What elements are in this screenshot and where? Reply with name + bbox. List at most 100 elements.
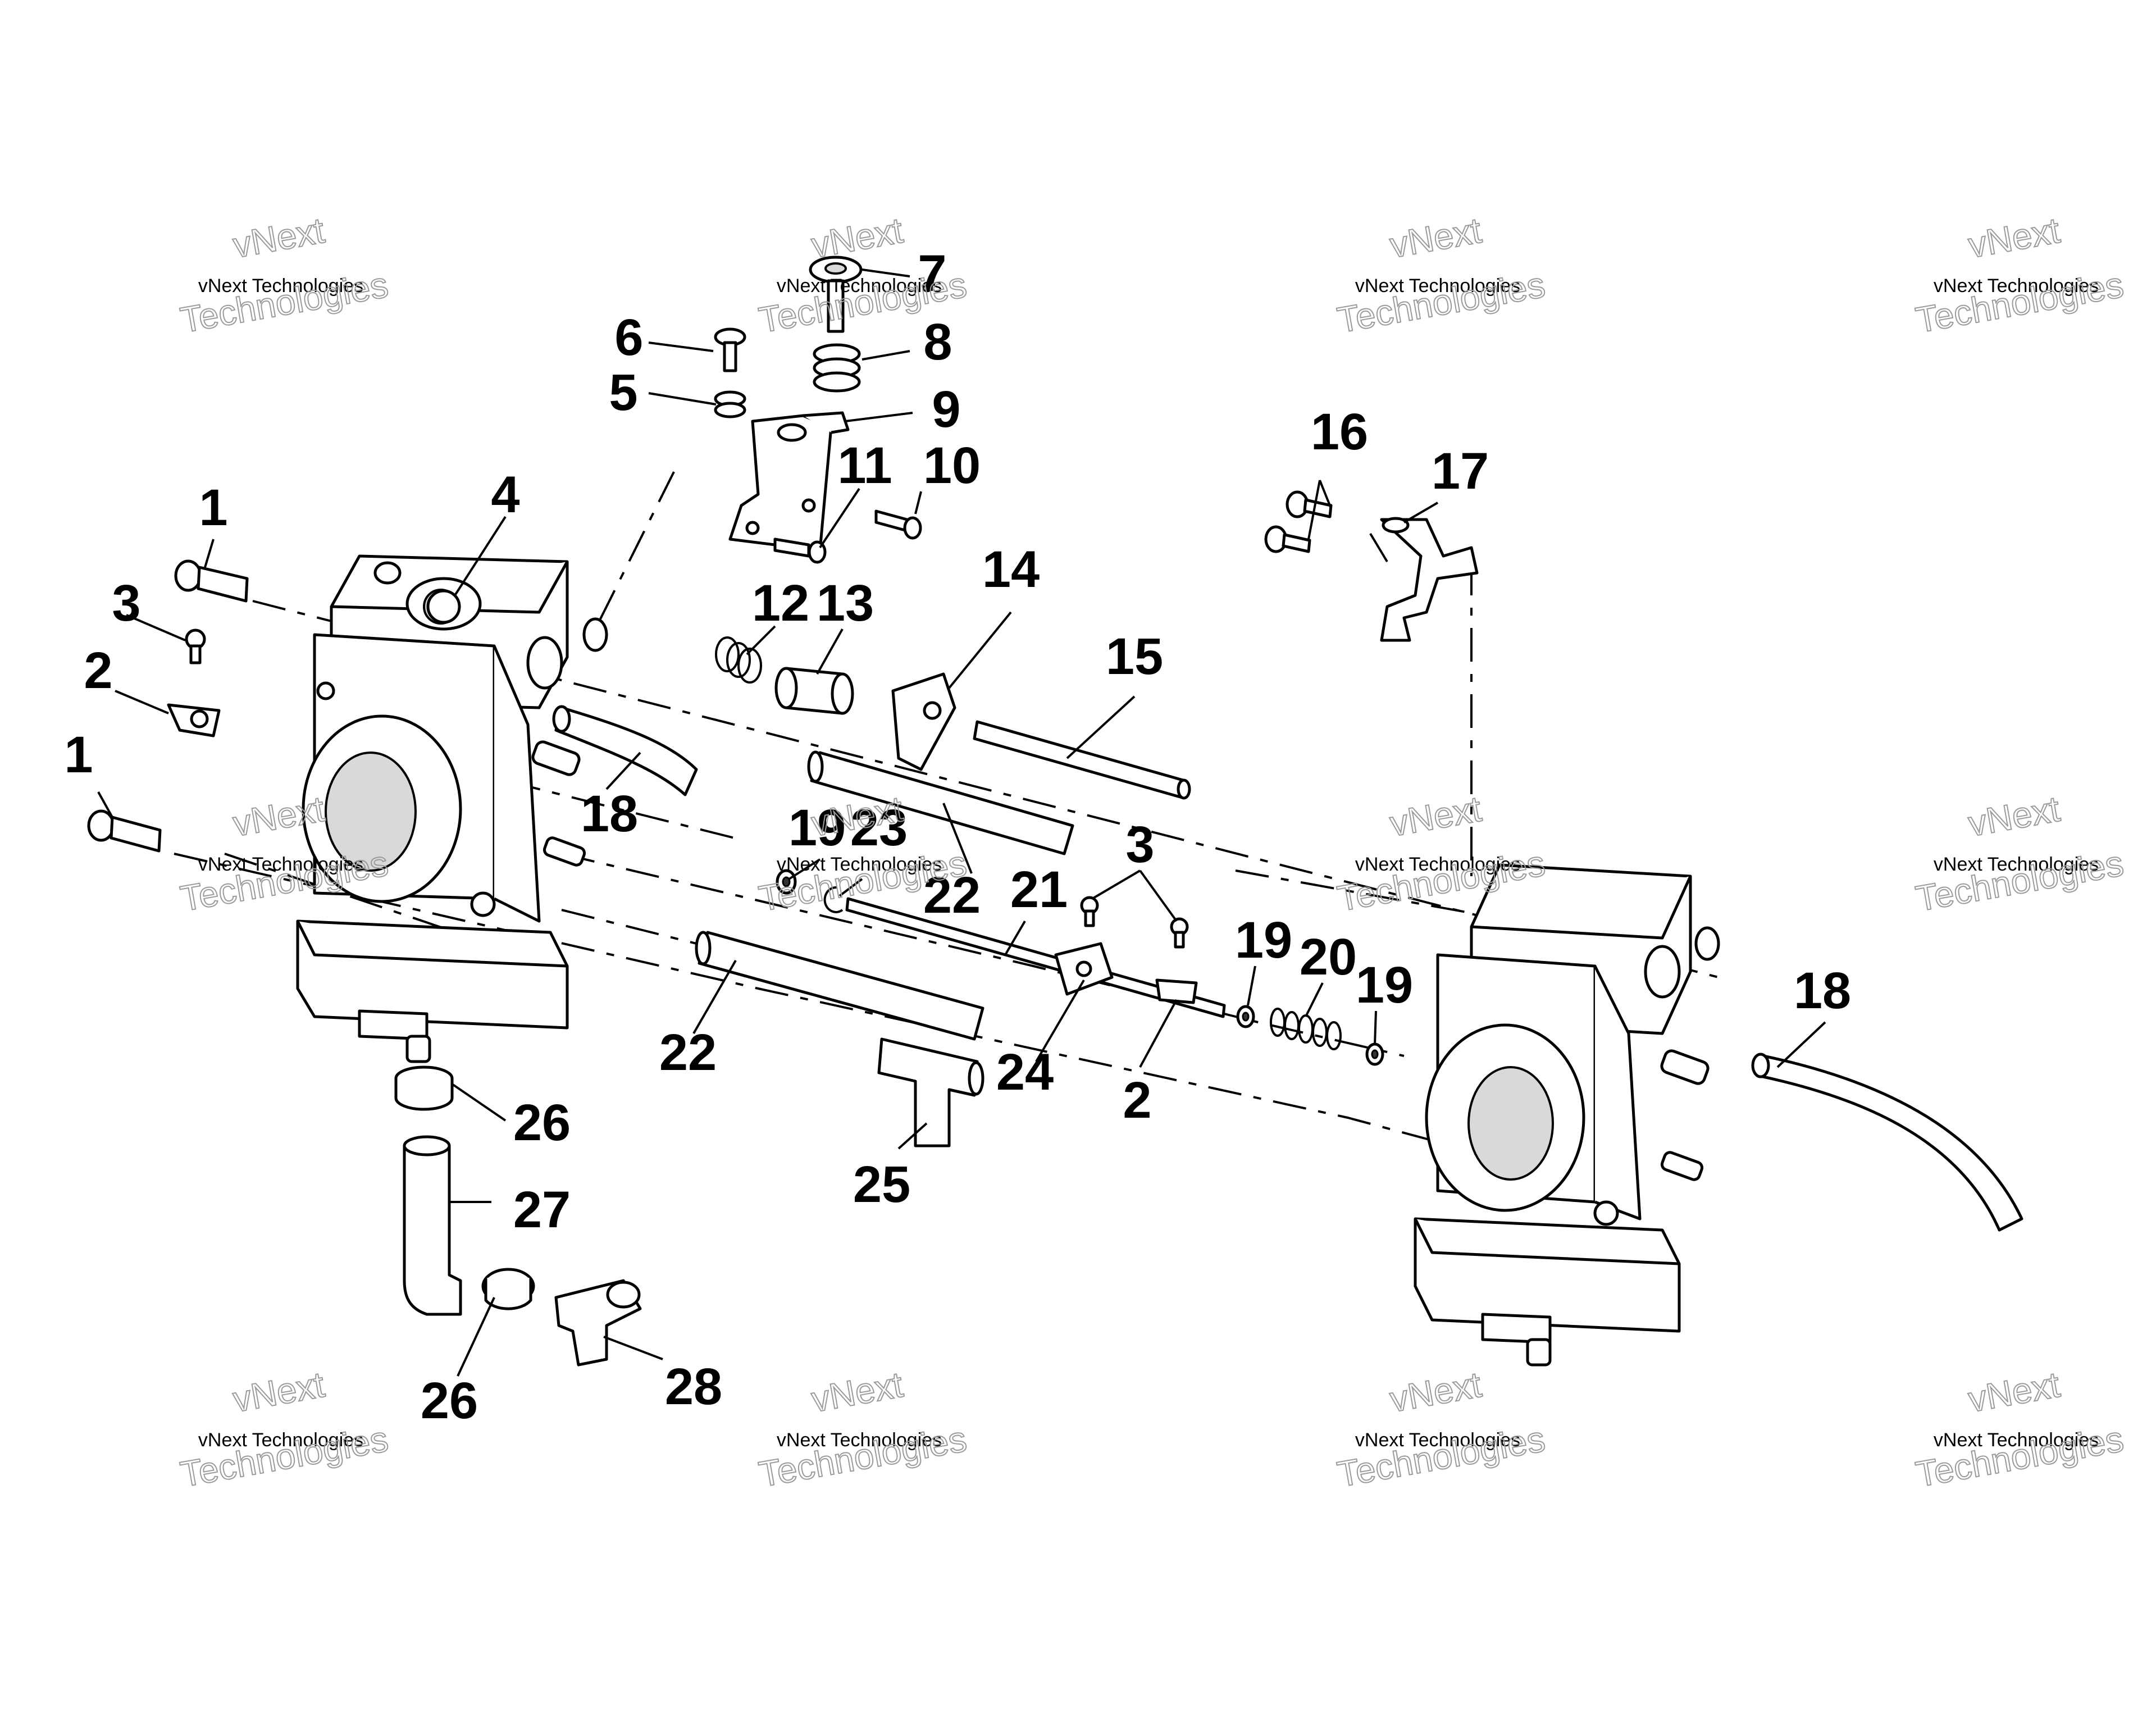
washer-19-mid bbox=[1236, 1005, 1255, 1028]
callout-23: 23 bbox=[850, 799, 908, 857]
watermark-r3c3: vNext vNext Technologies Technologies bbox=[1334, 1364, 1548, 1496]
callout-26-upper: 26 bbox=[513, 1094, 571, 1151]
svg-text:vNext Technologies: vNext Technologies bbox=[1355, 275, 1520, 297]
svg-text:vNext: vNext bbox=[1387, 1364, 1484, 1420]
lever-14 bbox=[891, 672, 956, 771]
callout-28: 28 bbox=[665, 1358, 722, 1415]
right-carburetor-body bbox=[1414, 863, 1720, 1367]
screw-3-left bbox=[185, 629, 206, 664]
svg-text:vNext: vNext bbox=[230, 210, 327, 266]
callout-4: 4 bbox=[491, 466, 519, 523]
callout-7: 7 bbox=[918, 245, 946, 302]
callout-3-left: 3 bbox=[112, 575, 140, 632]
callout-19-mid: 19 bbox=[1235, 912, 1292, 969]
spring-8 bbox=[813, 343, 861, 393]
spring-5 bbox=[714, 390, 746, 418]
callout-18-left: 18 bbox=[581, 785, 638, 842]
tube-22-upper bbox=[807, 750, 1074, 855]
callout-15: 15 bbox=[1106, 628, 1163, 685]
callout-9: 9 bbox=[932, 381, 960, 438]
callout-2-mid: 2 bbox=[1123, 1072, 1151, 1129]
callout-22-lower: 22 bbox=[659, 1024, 717, 1081]
callout-26-lower: 26 bbox=[421, 1372, 478, 1429]
svg-text:vNext Technologies: vNext Technologies bbox=[1934, 275, 2099, 297]
callout-27: 27 bbox=[513, 1181, 571, 1238]
callout-18-right: 18 bbox=[1794, 962, 1851, 1019]
callout-22-upper: 22 bbox=[923, 867, 981, 924]
bracket-9 bbox=[728, 411, 850, 552]
callout-5: 5 bbox=[609, 364, 637, 421]
watermark-r3c2: vNext vNext Technologies Technologies bbox=[755, 1364, 970, 1496]
callout-17: 17 bbox=[1432, 443, 1489, 500]
hose-27 bbox=[403, 1135, 462, 1316]
callout-2-left: 2 bbox=[84, 642, 112, 699]
clamp-26-upper bbox=[394, 1065, 454, 1111]
callout-12: 12 bbox=[752, 575, 809, 632]
svg-text:vNext Technologies: vNext Technologies bbox=[777, 1429, 942, 1451]
callout-19-right: 19 bbox=[1356, 957, 1413, 1014]
svg-text:vNext: vNext bbox=[808, 1364, 906, 1420]
svg-text:vNext Technologies: vNext Technologies bbox=[198, 275, 363, 297]
svg-text:vNext Technologies: vNext Technologies bbox=[198, 1429, 363, 1451]
callout-1-upper: 1 bbox=[199, 479, 227, 536]
callout-8: 8 bbox=[923, 313, 952, 371]
screw-10 bbox=[874, 509, 922, 540]
clamp-26-lower bbox=[481, 1268, 535, 1310]
screw-16-upper bbox=[1286, 490, 1333, 518]
svg-text:vNext: vNext bbox=[230, 1364, 327, 1420]
washer-19-right bbox=[1365, 1042, 1384, 1066]
watermark-r3c4: vNext vNext Technologies Technologies bbox=[1912, 1364, 2127, 1496]
collar-13 bbox=[774, 667, 854, 715]
screw-1-lower bbox=[87, 809, 162, 853]
leader-lines bbox=[97, 268, 1826, 1377]
coupler-24 bbox=[1054, 942, 1114, 996]
left-carburetor-body bbox=[296, 554, 608, 1063]
watermark-r2c4: vNext vNext Technologies Technologies bbox=[1912, 788, 2127, 920]
screw-6 bbox=[714, 327, 746, 372]
callout-13: 13 bbox=[817, 575, 874, 632]
callout-11: 11 bbox=[837, 437, 892, 494]
callout-1-lower: 1 bbox=[64, 726, 93, 784]
spring-12 bbox=[715, 636, 762, 684]
callout-16: 16 bbox=[1311, 403, 1368, 461]
svg-text:vNext: vNext bbox=[1965, 1364, 2063, 1420]
tee-fitting-28 bbox=[554, 1279, 642, 1367]
callout-6: 6 bbox=[614, 309, 643, 366]
part-4-fitting bbox=[426, 589, 461, 624]
callout-10: 10 bbox=[923, 437, 981, 494]
svg-text:vNext Technologies: vNext Technologies bbox=[1355, 854, 1520, 875]
screw-3-mid-b bbox=[1170, 917, 1189, 949]
hardware-parts bbox=[87, 256, 2023, 1367]
callout-21: 21 bbox=[1010, 861, 1068, 918]
clamp-2-mid bbox=[1155, 978, 1198, 1004]
clip-23 bbox=[823, 886, 844, 913]
callout-19-left: 19 bbox=[788, 799, 846, 857]
watermark-r1c1: vNext vNext Technologies Technologies bbox=[177, 210, 391, 341]
shaft-15 bbox=[973, 720, 1191, 800]
bracket-17 bbox=[1380, 517, 1479, 642]
screw-16-lower bbox=[1264, 525, 1311, 553]
hose-18-right bbox=[1751, 1053, 2023, 1232]
washer-19-left bbox=[776, 869, 797, 895]
svg-text:vNext: vNext bbox=[808, 210, 906, 266]
screw-3-mid-a bbox=[1080, 896, 1099, 927]
watermark-r1c4: vNext vNext Technologies Technologies bbox=[1912, 210, 2127, 341]
callout-25: 25 bbox=[853, 1156, 910, 1213]
callout-14: 14 bbox=[982, 541, 1040, 598]
watermark-r3c1: vNext vNext Technologies Technologies bbox=[177, 1364, 391, 1496]
svg-text:vNext Technologies: vNext Technologies bbox=[1355, 1429, 1520, 1451]
callout-3-mid: 3 bbox=[1125, 816, 1154, 873]
hose-18-left bbox=[552, 705, 698, 796]
svg-text:vNext: vNext bbox=[1387, 789, 1484, 844]
svg-text:vNext Technologies: vNext Technologies bbox=[198, 854, 363, 875]
screw-7 bbox=[809, 256, 863, 333]
screw-1-upper bbox=[174, 559, 249, 603]
clamp-2-left bbox=[167, 703, 221, 737]
tube-22-lower bbox=[695, 931, 984, 1041]
watermark-r1c2: vNext vNext Technologies Technologies bbox=[755, 210, 970, 341]
tee-fitting-25 bbox=[877, 1037, 984, 1147]
callout-numbers: 1 1 2 2 3 3 4 5 6 7 8 9 10 11 12 13 14 1… bbox=[64, 245, 1851, 1429]
callout-24: 24 bbox=[996, 1044, 1054, 1101]
svg-text:vNext Technologies: vNext Technologies bbox=[1934, 854, 2099, 875]
